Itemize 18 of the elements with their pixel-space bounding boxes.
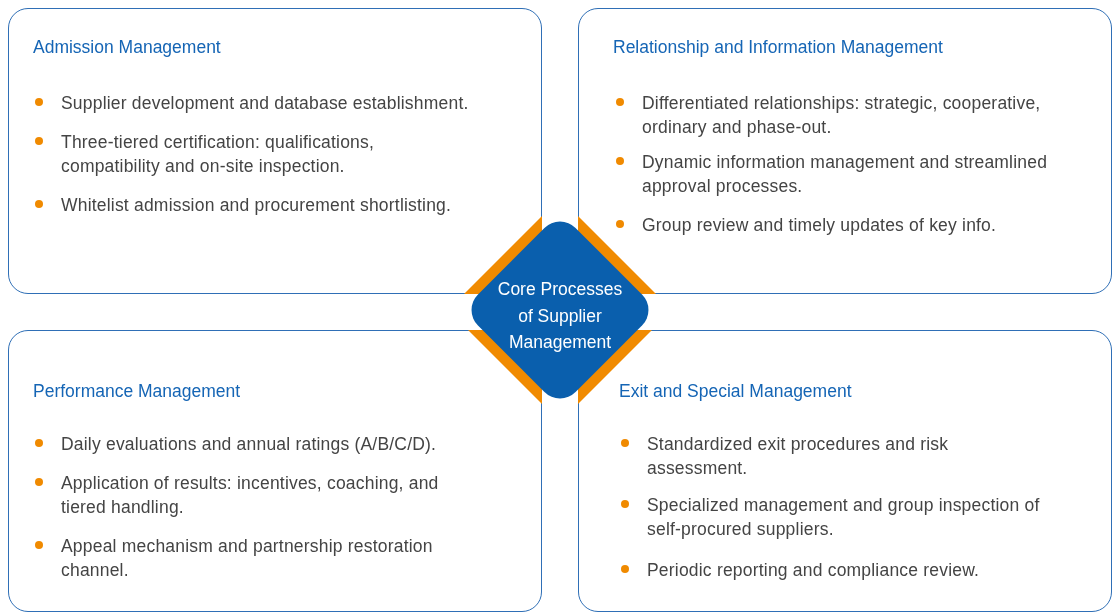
- bullet-text: Periodic reporting and compliance review.: [647, 559, 981, 582]
- bullet-text: Application of results: incentives, coaching, and tiered handling.: [61, 472, 440, 519]
- quadrant-card: [8, 8, 542, 294]
- bullet-text: Dynamic information management and streamlined approval processes.: [642, 151, 1049, 198]
- bullet-text: Differentiated relationships: strategic, cooperative, ordinary and phase-out.: [642, 92, 1042, 139]
- section-heading: Relationship and Information Management: [613, 37, 943, 58]
- bullet-text: Specialized management and group inspection of self-procured suppliers.: [647, 494, 1041, 541]
- bullet-text: Whitelist admission and procurement shortlisting.: [61, 194, 453, 217]
- bullet-text: Supplier development and database establishment.: [61, 92, 470, 115]
- bullet-text: Three-tiered certification: qualifications, compatibility and on-site inspection.: [61, 131, 376, 178]
- section-heading: Performance Management: [33, 381, 241, 402]
- bullet-text: Standardized exit procedures and risk assessment.: [647, 433, 950, 480]
- diamond-label: Core Processes of Supplier Management: [496, 278, 624, 354]
- section-heading: Exit and Special Management: [619, 381, 852, 402]
- bullet-text: Appeal mechanism and partnership restoration channel.: [61, 535, 434, 582]
- section-heading: Admission Management: [33, 37, 221, 58]
- bullet-text: Group review and timely updates of key info.: [642, 214, 998, 237]
- bullet-text: Daily evaluations and annual ratings (A/B/C/D).: [61, 433, 438, 456]
